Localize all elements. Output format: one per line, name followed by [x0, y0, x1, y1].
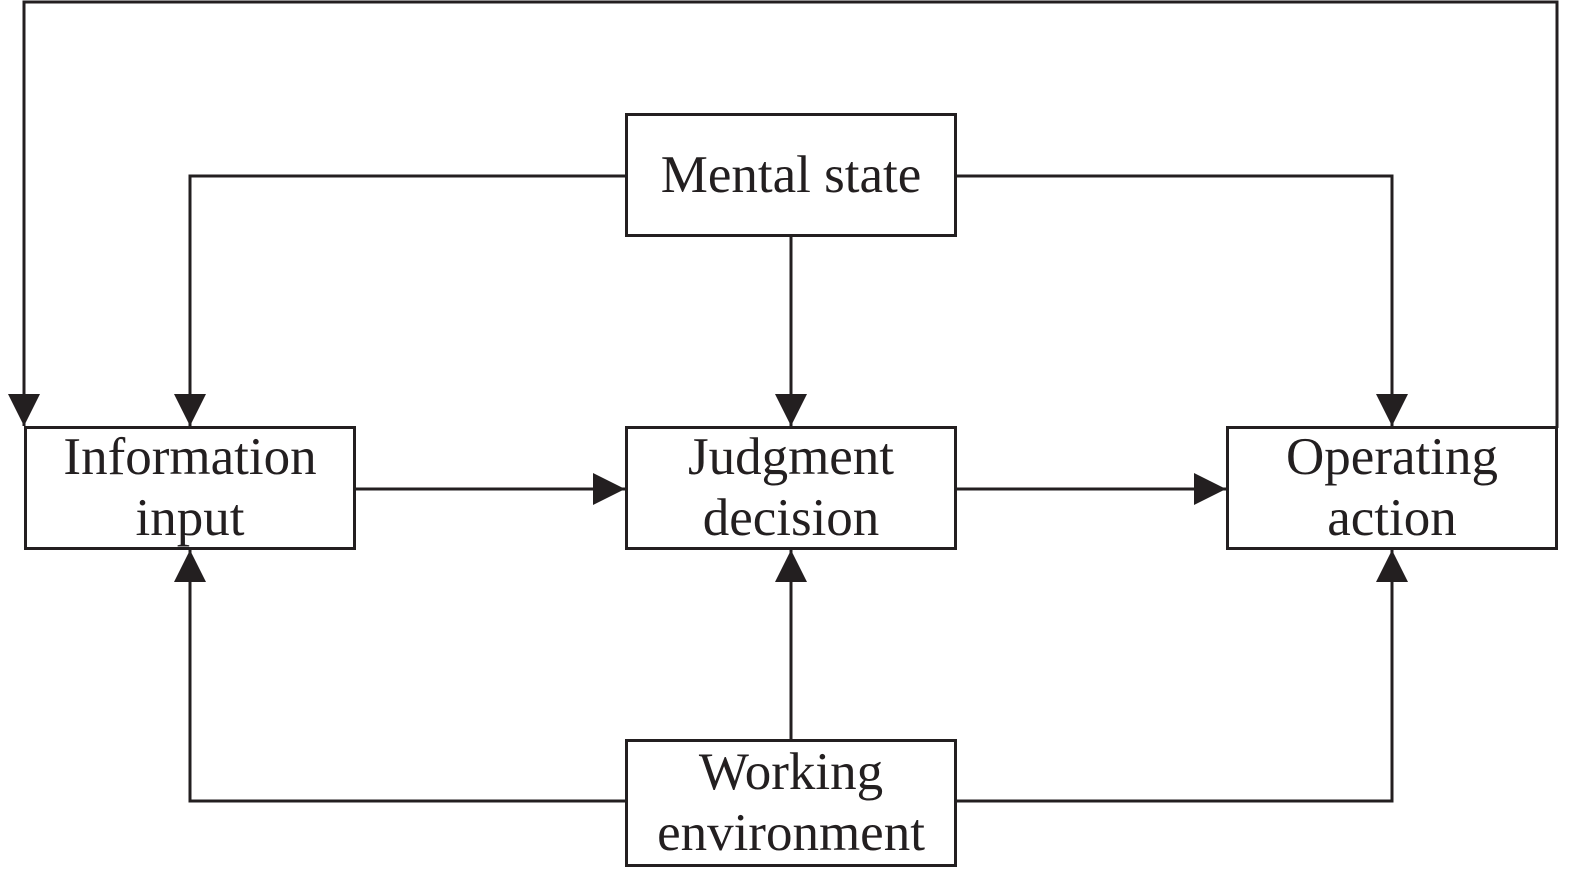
working-environment-label-line1: Working: [698, 743, 884, 801]
information-input-box: Information input: [24, 426, 356, 550]
working-environment-box: Working environment: [625, 739, 957, 867]
operating-action-label-line2: action: [1327, 489, 1457, 547]
edge-mental-to-action: [957, 174, 1408, 426]
information-input-label-line2: input: [135, 489, 245, 547]
operating-action-box: Operating action: [1226, 426, 1558, 550]
mental-state-label: Mental state: [660, 145, 922, 204]
information-input-label-line1: Information: [63, 428, 317, 486]
judgment-decision-label-line2: decision: [702, 489, 880, 547]
edge-working-to-action: [957, 550, 1408, 803]
working-environment-label-line2: environment: [657, 804, 925, 862]
mental-state-box: Mental state: [625, 113, 957, 237]
edge-action-to-info-feedback: [8, 0, 1559, 428]
judgment-decision-box: Judgment decision: [625, 426, 957, 550]
judgment-decision-label-line1: Judgment: [687, 428, 895, 486]
edge-working-to-info: [174, 550, 625, 803]
operating-action-label-line1: Operating: [1286, 428, 1498, 486]
edge-mental-to-info: [174, 174, 625, 426]
